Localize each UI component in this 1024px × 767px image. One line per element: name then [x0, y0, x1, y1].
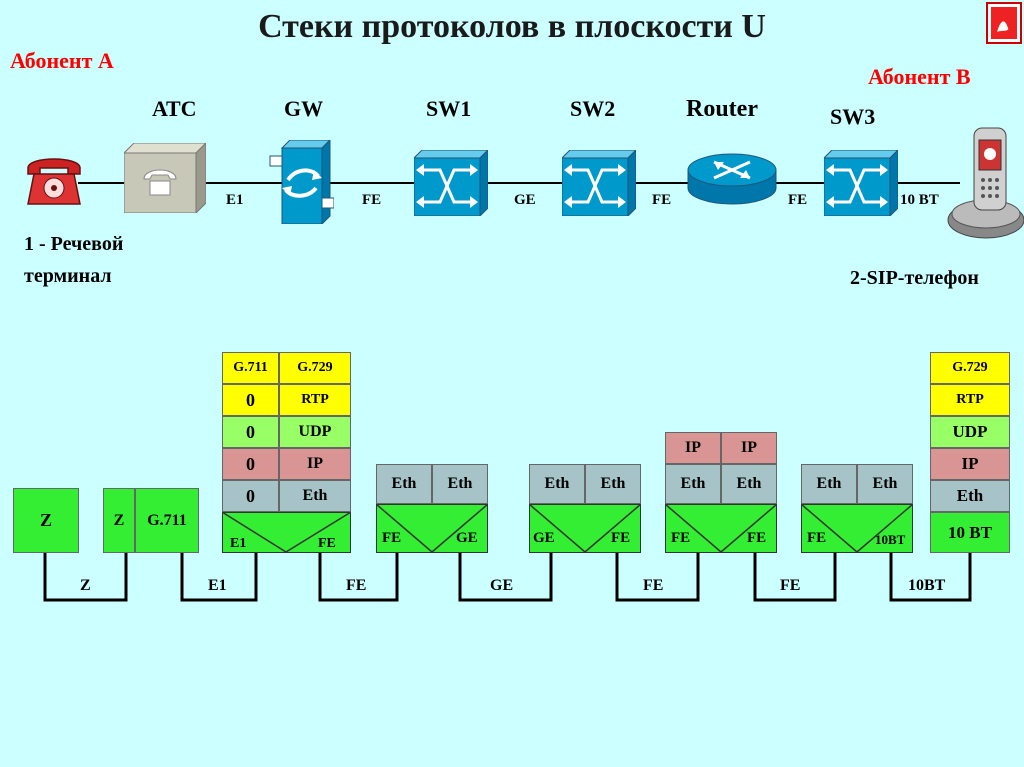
gw-zero-rtp: 0: [222, 384, 279, 416]
switch-icon-sw2: [562, 150, 636, 216]
switch-icon-sw1: [414, 150, 488, 216]
stack-atc-g711: G.711: [135, 488, 199, 553]
gw-zero-ip: 0: [222, 448, 279, 480]
gw-udp: UDP: [279, 416, 351, 448]
sw2-eth-right: Eth: [585, 464, 641, 504]
sw1-label: SW1: [426, 96, 472, 121]
gateway-icon: [269, 140, 334, 224]
top-link-label: E1: [226, 192, 244, 208]
subscriber-b-label: Абонент В: [868, 64, 971, 89]
bottom-link-label: FE: [780, 577, 801, 594]
bottom-link-label: Z: [80, 577, 91, 594]
sw1-port-right: GE: [456, 530, 478, 546]
router-ip-left: IP: [665, 432, 721, 464]
sw1-eth-left: Eth: [376, 464, 432, 504]
sw2-label: SW2: [570, 96, 616, 121]
sw3-physical-layer: FE 10BT: [801, 504, 913, 553]
sw3-phy-shape: [801, 504, 913, 553]
stack-terminal-z: Z: [13, 488, 79, 553]
bottom-link-label: FE: [346, 577, 367, 594]
gw-label: GW: [284, 96, 324, 121]
sw1-physical-layer: FE GE: [376, 504, 488, 553]
sip-ip: IP: [930, 448, 1010, 480]
sw3-eth-right: Eth: [857, 464, 913, 504]
sw2-physical-layer: GE FE: [529, 504, 641, 553]
sw3-port-right: 10BT: [875, 532, 906, 547]
stack-atc-z: Z: [103, 488, 135, 553]
top-link-label: FE: [362, 192, 382, 208]
sip-phone-icon: [947, 127, 1024, 239]
sw3-eth-left: Eth: [801, 464, 857, 504]
sw2-port-left: GE: [533, 530, 555, 546]
router-physical-layer: FE FE: [665, 504, 777, 553]
sip-10bt: 10 BT: [930, 512, 1010, 553]
switch-icon-sw3: [824, 150, 898, 216]
top-link-label: FE: [652, 192, 672, 208]
terminal-b-label: 2-SIP-телефон: [850, 267, 979, 289]
sip-eth: Eth: [930, 480, 1010, 512]
gw-physical-layer: E1 FE: [222, 512, 351, 553]
sw2-port-right: FE: [611, 530, 631, 546]
bottom-link-label: FE: [643, 577, 664, 594]
gw-phy-shape: [222, 512, 351, 553]
router-port-right: FE: [747, 530, 767, 546]
subscriber-a-label: Абонент А: [10, 48, 114, 73]
router-eth-left: Eth: [665, 464, 721, 504]
page-title: Стеки протоколов в плоскости U: [258, 8, 766, 45]
bottom-link-label: 10BT: [908, 577, 946, 594]
sw1-port-left: FE: [382, 530, 402, 546]
bottom-link-label: E1: [208, 577, 227, 594]
gw-rtp: RTP: [279, 384, 351, 416]
router-icon: [687, 153, 777, 205]
router-ip-right: IP: [721, 432, 777, 464]
sip-g729: G.729: [930, 352, 1010, 384]
sw1-phy-shape: [376, 504, 488, 553]
terminal-a-label: 1 - Речевой терминал: [24, 228, 123, 292]
gw-zero-udp: 0: [222, 416, 279, 448]
gw-zero-eth: 0: [222, 480, 279, 512]
pdf-icon[interactable]: [986, 2, 1022, 44]
sw3-label: SW3: [830, 104, 876, 129]
router-phy-shape: [665, 504, 777, 553]
router-port-left: FE: [671, 530, 691, 546]
top-link-label: GE: [514, 192, 536, 208]
sip-rtp: RTP: [930, 384, 1010, 416]
gw-ip: IP: [279, 448, 351, 480]
bottom-link-label: GE: [490, 577, 514, 594]
gw-codec-g729: G.729: [279, 352, 351, 384]
gw-eth: Eth: [279, 480, 351, 512]
sw1-eth-right: Eth: [432, 464, 488, 504]
atc-label: АТС: [152, 96, 197, 121]
gw-codec-g711: G.711: [222, 352, 279, 384]
top-link-label: FE: [788, 192, 808, 208]
telephone-icon: [27, 158, 81, 205]
pbx-icon: [124, 143, 206, 213]
terminal-a-line2: терминал: [24, 265, 112, 287]
top-link-label: 10 BT: [900, 192, 939, 208]
sw2-eth-left: Eth: [529, 464, 585, 504]
sip-udp: UDP: [930, 416, 1010, 448]
gw-port-e1: E1: [230, 536, 247, 551]
router-eth-right: Eth: [721, 464, 777, 504]
sw2-phy-shape: [529, 504, 641, 553]
sw3-port-left: FE: [807, 530, 827, 546]
terminal-a-line1: 1 - Речевой: [24, 233, 124, 255]
router-label: Router: [686, 96, 758, 122]
gw-port-fe: FE: [318, 536, 336, 551]
